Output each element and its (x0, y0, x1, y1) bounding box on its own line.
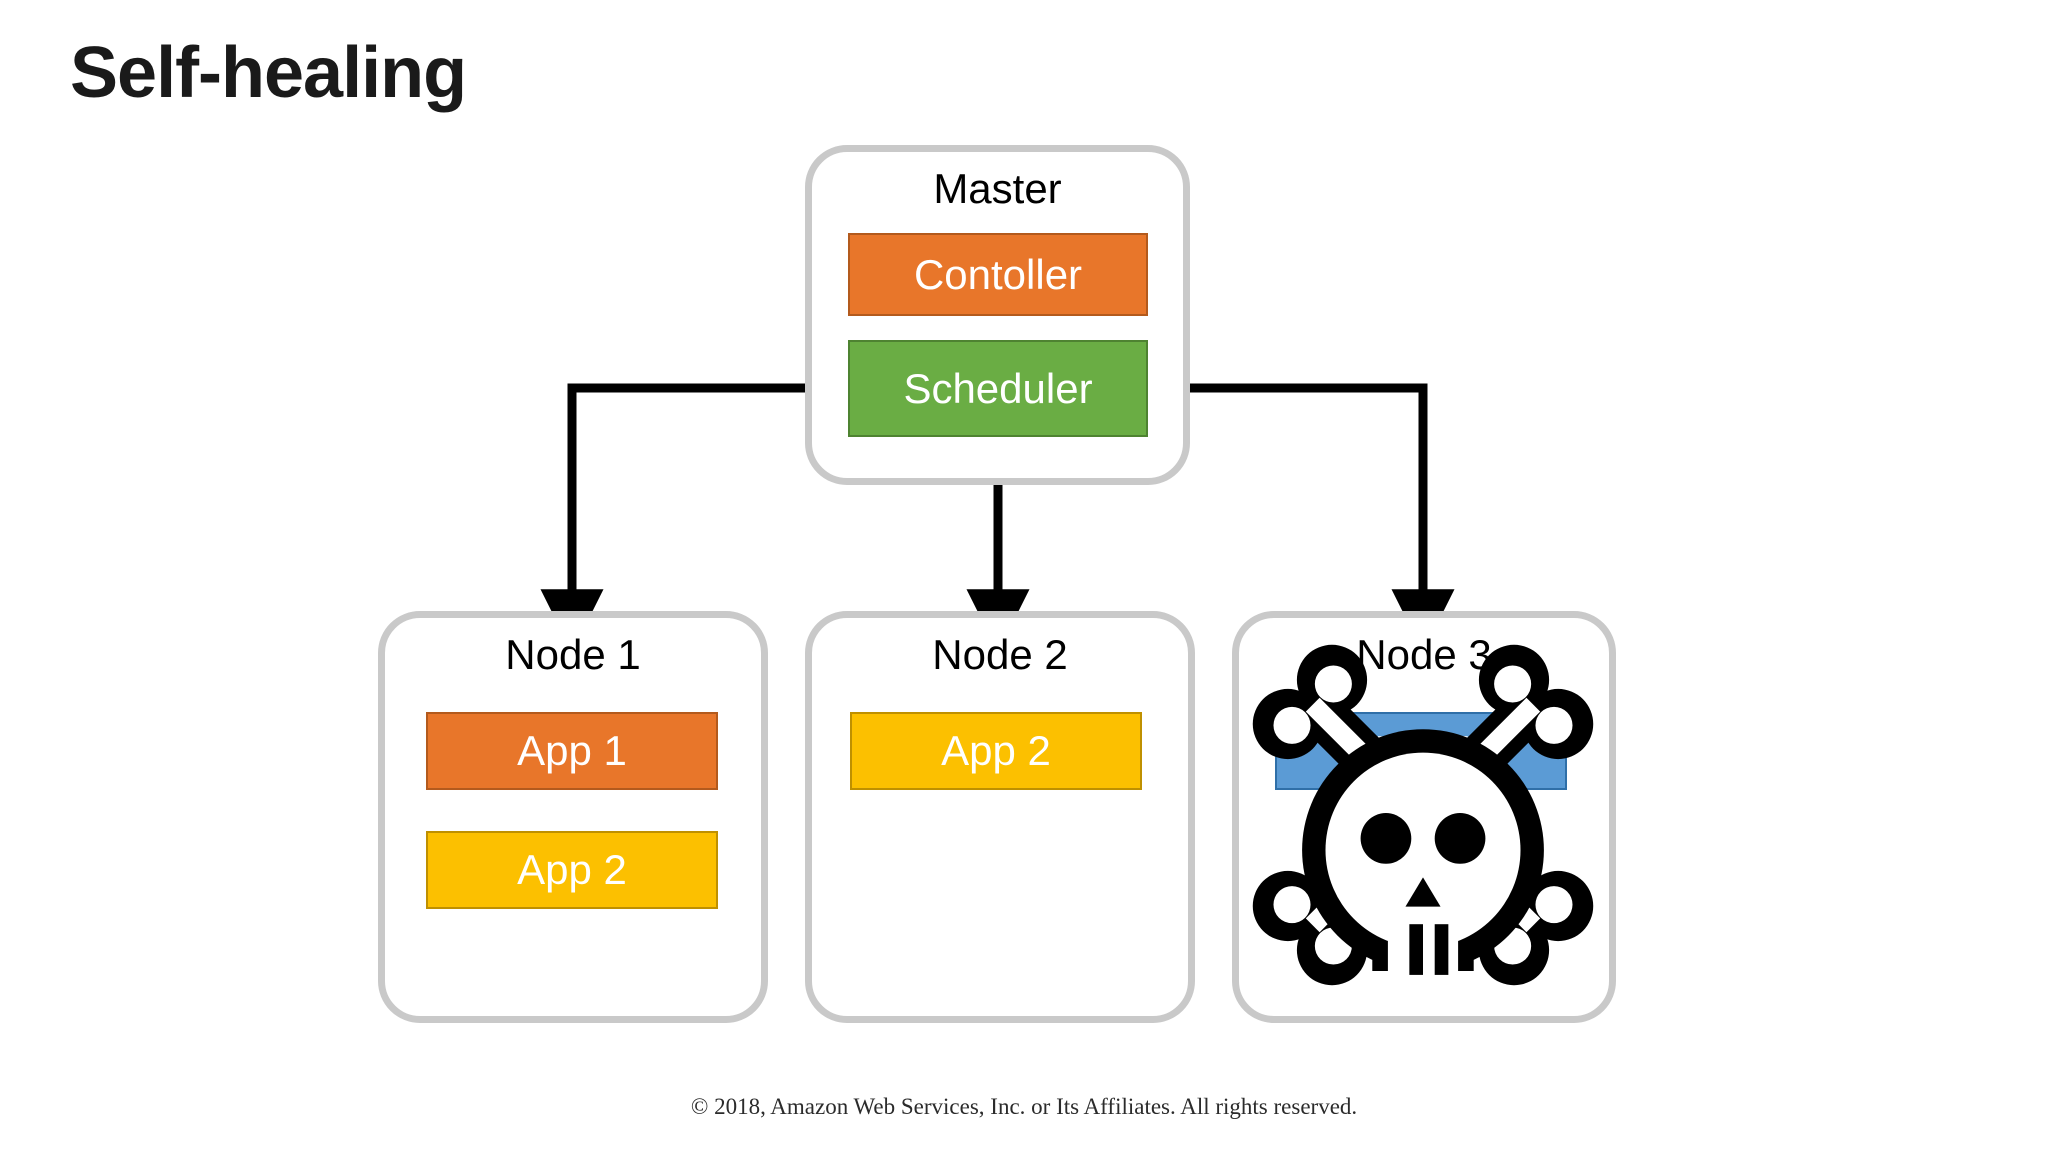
node1-app-2-label: App 2 (517, 846, 627, 893)
master-component-controller-label: Contoller (913, 250, 1083, 298)
master-component-controller[interactable]: Contoller (848, 233, 1148, 316)
node1-label: Node 1 (505, 631, 641, 678)
node-box-node1[interactable]: Node 1 (378, 611, 768, 1023)
master-label: Master (933, 165, 1062, 212)
node2-app-2-label: App 2 (941, 727, 1051, 774)
node1-app-1[interactable]: App 1 (426, 712, 718, 790)
node3-app-3[interactable]: App 3 (1275, 712, 1567, 790)
node2-label: Node 2 (932, 631, 1068, 678)
node3-label: Node 3 (1356, 631, 1492, 678)
node1-app-1-label: App 1 (517, 727, 627, 774)
node-box-node3[interactable]: Node 3 (1232, 611, 1616, 1023)
master-component-scheduler-label: Scheduler (903, 364, 1093, 412)
node1-app-2[interactable]: App 2 (426, 831, 718, 909)
master-component-scheduler[interactable]: Scheduler (848, 340, 1148, 437)
node2-app-2[interactable]: App 2 (850, 712, 1142, 790)
node3-app-3-label: App 3 (1366, 727, 1476, 774)
page-title: Self-healing (70, 33, 467, 113)
footer-copyright: © 2018, Amazon Web Services, Inc. or Its… (690, 1094, 1358, 1119)
node-box-node2[interactable]: Node 2 (805, 611, 1195, 1023)
